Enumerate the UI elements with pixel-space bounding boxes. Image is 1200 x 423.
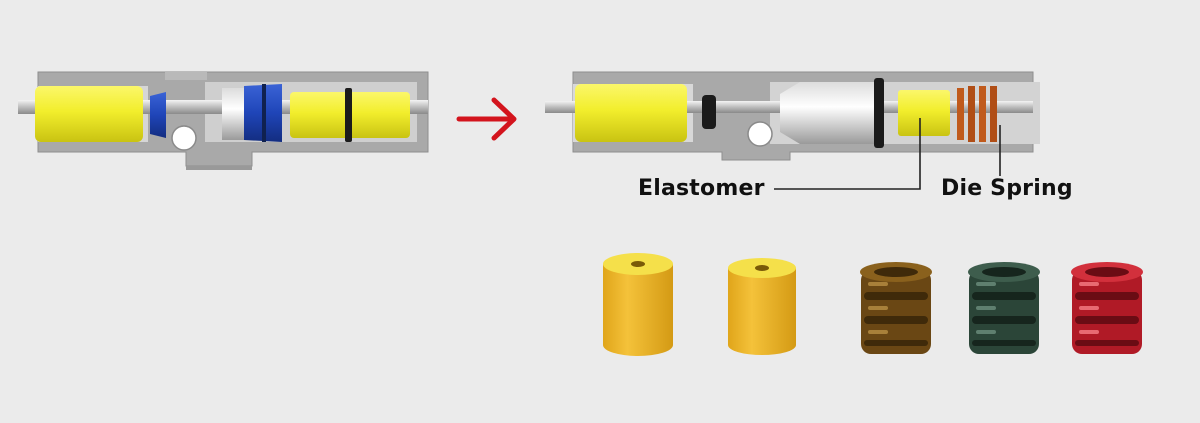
piston-left <box>222 88 244 140</box>
elastomer-2-right <box>898 90 950 136</box>
elastomer-1-left <box>35 86 143 142</box>
port-hole-right <box>747 121 773 147</box>
die-spring-sample-brown <box>860 262 932 354</box>
oring-left <box>345 88 352 142</box>
elastomer-sample-large <box>603 253 673 356</box>
port-hole-left <box>171 125 197 151</box>
cylinder-after <box>545 71 1040 161</box>
housing-top-notch <box>165 72 207 80</box>
cylinder-before <box>18 71 429 170</box>
right-arrow-icon <box>456 97 517 141</box>
housing-bottom-tab <box>186 166 252 170</box>
callout-lines <box>774 118 1001 190</box>
die-spring-sample-red <box>1071 262 1143 354</box>
oring-right-b <box>874 78 884 148</box>
seal-ring-dark <box>262 84 266 142</box>
die-spring-section <box>957 86 997 142</box>
blue-seal-small <box>150 92 166 138</box>
oring-right-a <box>702 95 716 129</box>
piston-right <box>780 82 880 144</box>
elastomer-sample-small <box>728 258 796 355</box>
die-spring-label: Die Spring <box>941 176 1073 201</box>
elastomer-label: Elastomer <box>638 176 765 201</box>
elastomer-1-right <box>575 84 687 142</box>
die-spring-sample-green <box>968 262 1040 354</box>
elastomer-leader <box>774 118 921 190</box>
